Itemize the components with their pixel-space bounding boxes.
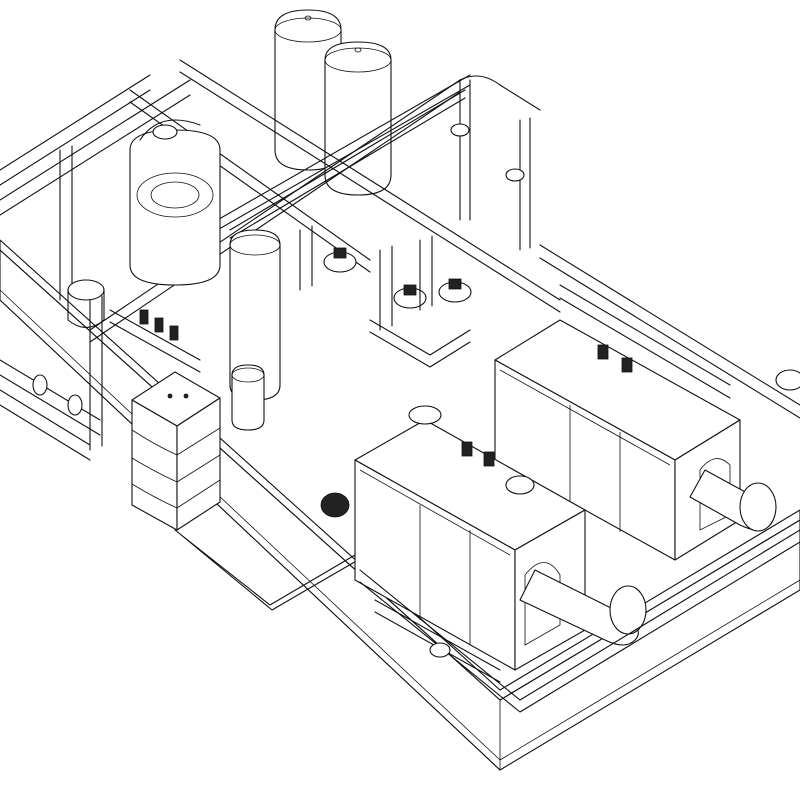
right-pipe-run — [359, 244, 800, 713]
boiler-2 — [494, 319, 777, 561]
main-pipe-bundle — [89, 59, 561, 343]
valve-group-center — [109, 123, 525, 373]
skid-base — [0, 239, 800, 771]
control-cabinet — [131, 371, 359, 611]
buffer-tank — [229, 229, 281, 431]
plate-heat-exchanger — [129, 119, 221, 286]
boiler-1 — [320, 405, 647, 671]
circulation-pump-3 — [419, 235, 472, 311]
expansion-tank-2 — [324, 41, 392, 196]
circulation-pump-1 — [299, 225, 357, 291]
circulation-pump-2 — [369, 245, 471, 368]
left-pipe-run — [0, 74, 191, 461]
